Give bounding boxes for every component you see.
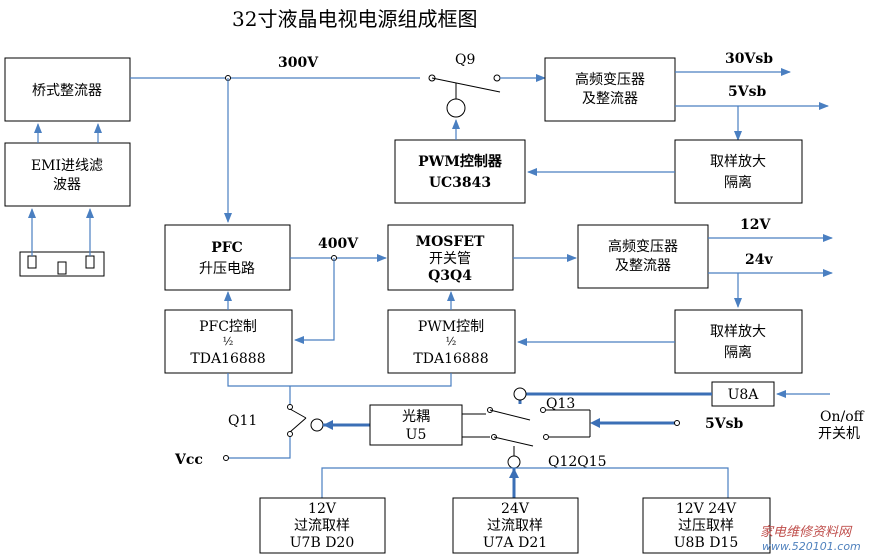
plug-pin-center [57, 261, 67, 275]
mosfet-label-1: MOSFET [416, 234, 485, 250]
u8a-label: U8A [728, 387, 760, 403]
label-5vsb-top: 5Vsb [728, 84, 766, 100]
watermark-cn: 家电维修资料网 [760, 524, 853, 540]
ov-label-3: U8B D15 [674, 535, 738, 551]
sample-mid-label-1: 取样放大 [710, 324, 766, 340]
hf-transformer-mid-box [577, 224, 709, 289]
hf-top-label-2: 及整流器 [582, 91, 638, 107]
oc12-label-2: 过流取样 [294, 518, 350, 534]
sample-mid-label-2: 隔离 [724, 344, 752, 361]
pwm-bottom-label-2: ½ [446, 335, 457, 348]
hf-transformer-top-box [544, 57, 676, 122]
emi-label-2: 波器 [53, 177, 81, 193]
oc24-label-1: 24V [501, 501, 530, 517]
pwm-controller-top-box [394, 139, 526, 204]
sampling-amp-top-box [674, 139, 803, 204]
label-power-switch: 开关机 [818, 426, 860, 442]
label-5vsb-mid: 5Vsb [705, 416, 743, 432]
label-vcc: Vcc [174, 452, 203, 468]
pwm-top-label-2: UC3843 [429, 175, 491, 191]
label-12v: 12V [740, 217, 771, 233]
overcurrent-12v-box [259, 497, 386, 554]
q13-actuator-icon [513, 387, 527, 401]
label-q12q15: Q12Q15 [548, 454, 607, 470]
hf-mid-label-2: 及整流器 [615, 258, 671, 274]
overcurrent-24v-box [452, 497, 579, 554]
watermark-url: www.520101.com [762, 540, 861, 553]
emi-filter-box [4, 142, 131, 207]
overvoltage-box [642, 497, 771, 554]
sampling-amp-mid-box [674, 309, 803, 374]
label-onoff: On/off [820, 409, 865, 425]
plug-pin-left [27, 255, 37, 269]
ov-label-1: 12V 24V [676, 501, 737, 517]
sample-top-label-1: 取样放大 [710, 154, 766, 170]
opto-label-2: U5 [406, 427, 427, 443]
label-24v: 24v [745, 252, 773, 268]
oc24-label-3: U7A D21 [483, 535, 547, 551]
oc24-label-2: 过流取样 [487, 518, 543, 534]
opto-label-1: 光耦 [402, 409, 430, 425]
mosfet-label-2: 开关管 [429, 251, 471, 267]
oc12-label-1: 12V [308, 501, 337, 517]
emi-label-1: EMI进线滤 [31, 158, 103, 174]
diagram-title: 32寸液晶电视电源组成框图 [232, 7, 477, 31]
pfc-ctrl-label-1: PFC控制 [199, 319, 257, 335]
pfc-label-2: 升压电路 [199, 261, 255, 277]
label-400v: 400V [318, 236, 359, 252]
optocoupler-box [369, 404, 463, 446]
pfc-ctrl-label-3: TDA16888 [190, 351, 265, 367]
oc12-label-3: U7B D20 [290, 535, 354, 551]
rectifier-label: 桥式整流器 [32, 83, 102, 99]
pwm-bottom-label-3: TDA16888 [413, 351, 488, 367]
q11-actuator-icon [310, 418, 324, 432]
pwm-controller-bottom-box [387, 309, 516, 374]
pwm-bottom-label-1: PWM控制 [418, 319, 484, 335]
mosfet-label-3: Q3Q4 [428, 268, 472, 284]
plug-pin-right [85, 255, 95, 269]
q12q15-actuator-icon [507, 455, 521, 469]
q9-actuator-icon [446, 98, 466, 118]
label-q13: Q13 [546, 396, 575, 412]
label-q9: Q9 [455, 52, 475, 68]
pfc-boost-box [164, 224, 291, 291]
sample-top-label-2: 隔离 [724, 174, 752, 191]
label-q11: Q11 [228, 413, 257, 429]
pwm-top-label-1: PWM控制器 [418, 153, 503, 170]
mosfet-box [387, 224, 514, 291]
label-300v: 300V [278, 55, 319, 71]
pfc-ctrl-label-2: ½ [223, 335, 234, 348]
label-30vsb: 30Vsb [725, 51, 773, 67]
hf-mid-label-1: 高频变压器 [608, 238, 678, 255]
ov-label-2: 过压取样 [678, 518, 734, 534]
ac-plug-icon [19, 251, 105, 277]
pfc-label-1: PFC [211, 240, 243, 256]
hf-top-label-1: 高频变压器 [575, 71, 645, 88]
rectifier-box [4, 57, 131, 122]
